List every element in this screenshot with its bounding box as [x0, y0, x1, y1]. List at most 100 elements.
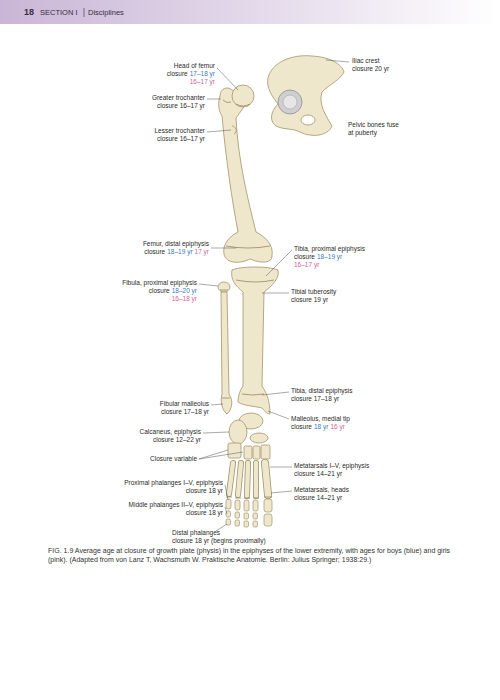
- label-line: Metatarsals, heads: [294, 486, 349, 494]
- label-line: closure 16–17 yr: [152, 102, 205, 110]
- part-label: closure: [294, 253, 315, 260]
- label-line: Malleolus, medial tip: [291, 415, 350, 423]
- part-label: Tibial tuberosity: [291, 288, 336, 295]
- label-line: closure18 yr16 yr: [291, 423, 350, 431]
- growth-plates: [220, 100, 274, 498]
- part-label: Middle phalanges II–V, epiphysis: [129, 501, 223, 508]
- leader-lines: [199, 60, 349, 531]
- label-line: closure18–19 yr17 yr: [143, 248, 209, 256]
- part-label: closure 18 yr (begins proximally): [172, 537, 266, 544]
- part-label: Tibia, proximal epiphysis: [294, 245, 365, 252]
- part-label: Fibular malleolus: [160, 400, 209, 407]
- label-group: Malleolus, medial tipclosure18 yr16 yr: [291, 415, 350, 431]
- label-line: Tibial tuberosity: [291, 288, 336, 296]
- part-label: closure 14–21 yr: [294, 470, 342, 477]
- boys-age: 18–20 yr: [172, 287, 197, 294]
- label-group: Pelvic bones fuseat puberty: [348, 121, 399, 137]
- label-group: Femur, distal epiphysisclosure18–19 yr17…: [143, 240, 209, 256]
- part-label: closure 17–18 yr: [161, 408, 209, 415]
- label-line: Fibula, proximal epiphysis: [122, 279, 197, 287]
- label-line: closure 12–22 yr: [140, 436, 201, 444]
- label-group: Tibial tuberosityclosure 19 yr: [291, 288, 336, 304]
- part-label: Closure variable: [150, 455, 197, 462]
- part-label: Proximal phalanges I–V, epiphysis: [124, 479, 223, 486]
- header-band: [0, 0, 500, 24]
- label-line: closure 14–21 yr: [294, 470, 369, 478]
- label-line: 16–17 yr: [294, 261, 365, 269]
- part-label: Head of femur: [174, 62, 215, 69]
- boys-age: 17–18 yr: [190, 70, 215, 77]
- part-label: Distal phalanges: [172, 529, 220, 536]
- label-group: Distal phalangesclosure 18 yr (begins pr…: [172, 529, 266, 545]
- part-label: Lesser trochanter: [154, 127, 205, 134]
- label-line: 16–18 yr: [122, 295, 197, 303]
- girls-age: 16–17 yr: [294, 261, 319, 268]
- part-label: Iliac crest: [352, 57, 379, 64]
- boys-age: 18 yr: [314, 423, 328, 430]
- label-group: Fibula, proximal epiphysisclosure18–20 y…: [122, 279, 197, 303]
- bones: [218, 56, 344, 459]
- label-group: Iliac crestclosure 20 yr: [352, 57, 389, 73]
- part-label: closure 17–18 yr: [291, 395, 339, 402]
- label-line: closure 17–18 yr: [291, 395, 353, 403]
- part-label: closure: [167, 70, 188, 77]
- part-label: closure: [144, 248, 165, 255]
- label-group: Calcaneus, epiphysisclosure 12–22 yr: [140, 428, 201, 444]
- phalanges: [226, 499, 272, 527]
- label-line: Head of femur: [167, 62, 215, 70]
- label-line: closure 19 yr: [291, 296, 336, 304]
- girls-age: 16–18 yr: [172, 295, 197, 302]
- label-line: Closure variable: [150, 455, 197, 463]
- part-label: at puberty: [348, 129, 377, 136]
- part-label: closure 14–21 yr: [294, 494, 342, 501]
- label-line: Calcaneus, epiphysis: [140, 428, 201, 436]
- label-line: Distal phalanges: [172, 529, 266, 537]
- running-header: Disciplines: [88, 8, 124, 17]
- label-group: Tibia, proximal epiphysisclosure18–19 yr…: [294, 245, 365, 269]
- label-group: Tibia, distal epiphysisclosure 17–18 yr: [291, 387, 353, 403]
- running-header: SECTION I: [40, 8, 78, 17]
- label-line: 16–17 yr: [167, 78, 215, 86]
- label-group: Greater trochanterclosure 16–17 yr: [152, 94, 205, 110]
- label-line: at puberty: [348, 129, 399, 137]
- boys-age: 18–19 yr: [317, 253, 342, 260]
- part-label: closure 12–22 yr: [153, 436, 201, 443]
- part-label: Femur, distal epiphysis: [143, 240, 209, 247]
- label-line: Tibia, proximal epiphysis: [294, 245, 365, 253]
- part-label: Malleolus, medial tip: [291, 415, 350, 422]
- label-line: Lesser trochanter: [154, 127, 205, 135]
- label-line: closure 17–18 yr: [160, 408, 209, 416]
- label-group: Metatarsals I–V, epiphysisclosure 14–21 …: [294, 462, 369, 478]
- label-line: Greater trochanter: [152, 94, 205, 102]
- label-group: Head of femurclosure17–18 yr16–17 yr: [167, 62, 215, 86]
- label-line: closure17–18 yr: [167, 70, 215, 78]
- label-group: Closure variable: [150, 455, 197, 463]
- header-divider: [84, 8, 85, 17]
- part-label: Metatarsals, heads: [294, 486, 349, 493]
- page-number: 18: [24, 7, 34, 17]
- part-label: Tibia, distal epiphysis: [291, 387, 353, 394]
- metatarsals: [229, 463, 268, 496]
- label-line: closure 14–21 yr: [294, 494, 349, 502]
- part-label: closure 16–17 yr: [157, 102, 205, 109]
- part-label: Fibula, proximal epiphysis: [122, 279, 197, 286]
- label-group: Lesser trochanterclosure 16–17 yr: [154, 127, 205, 143]
- part-label: closure 18 yr: [186, 487, 223, 494]
- part-label: closure: [291, 423, 312, 430]
- label-line: closure 18 yr: [124, 487, 223, 495]
- label-line: Iliac crest: [352, 57, 389, 65]
- label-line: Proximal phalanges I–V, epiphysis: [124, 479, 223, 487]
- label-line: Pelvic bones fuse: [348, 121, 399, 129]
- label-line: Metatarsals I–V, epiphysis: [294, 462, 369, 470]
- label-group: Fibular malleolusclosure 17–18 yr: [160, 400, 209, 416]
- label-group: Middle phalanges II–V, epiphysisclosure …: [129, 501, 223, 517]
- part-label: closure 19 yr: [291, 296, 328, 303]
- part-label: Greater trochanter: [152, 94, 205, 101]
- label-line: closure 20 yr: [352, 65, 389, 73]
- label-line: closure 16–17 yr: [154, 135, 205, 143]
- girls-age: 17 yr: [195, 248, 209, 255]
- part-label: Calcaneus, epiphysis: [140, 428, 201, 435]
- girls-age: 16 yr: [330, 423, 344, 430]
- figure-caption: FIG. 1.9 Average age at closure of growt…: [48, 546, 458, 564]
